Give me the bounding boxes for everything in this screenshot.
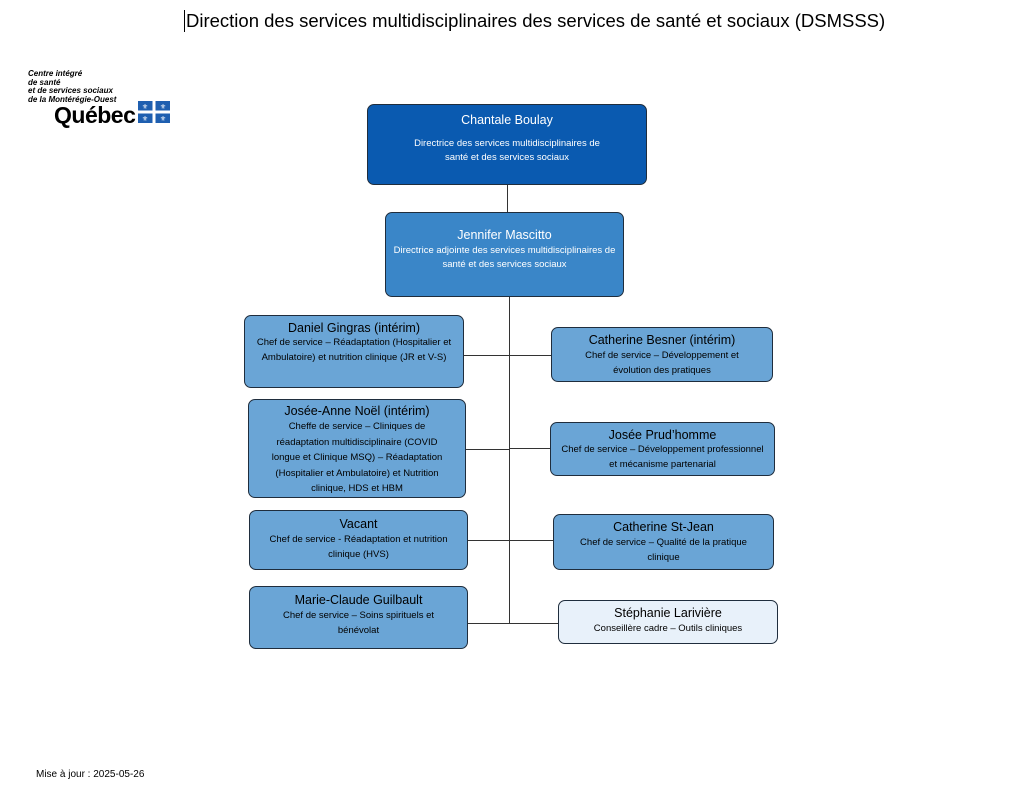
org-box-director: Chantale Boulay Directrice des services … xyxy=(367,104,647,185)
org-box-right-3: Catherine St-Jean Chef de service – Qual… xyxy=(553,514,774,570)
svg-text:⚜: ⚜ xyxy=(160,103,166,111)
connector-row-2-left xyxy=(465,449,510,450)
connector-trunk xyxy=(509,296,510,624)
logo-org-line-3: et de services sociaux xyxy=(28,86,113,95)
right-2-role: Chef de service – Développement professi… xyxy=(561,444,764,470)
right-4-name: Stéphanie Larivière xyxy=(614,606,722,620)
connector-row-4 xyxy=(467,623,559,624)
quebec-flag-icon: ⚜ ⚜ ⚜ ⚜ xyxy=(138,101,170,123)
connector-director-deputy xyxy=(507,184,508,213)
left-4-name: Marie-Claude Guilbault xyxy=(294,593,423,607)
left-2-name: Josée-Anne Noël (intérim) xyxy=(284,404,430,418)
connector-row-3 xyxy=(467,540,554,541)
cisss-logo: Centre intégré de santé et de services s… xyxy=(28,69,178,130)
org-box-left-1: Daniel Gingras (intérim) Chef de service… xyxy=(244,315,464,388)
svg-text:⚜: ⚜ xyxy=(142,103,148,111)
left-3-name: Vacant xyxy=(339,517,378,531)
right-4-role: Conseillère cadre – Outils cliniques xyxy=(593,623,743,634)
right-3-name: Catherine St-Jean xyxy=(613,520,714,534)
left-2-role: Cheffe de service – Cliniques de réadapt… xyxy=(271,421,443,494)
left-1-role: Chef de service – Réadaptation (Hospital… xyxy=(256,337,452,363)
update-date: Mise à jour : 2025-05-26 xyxy=(36,769,145,780)
connector-row-2-right xyxy=(509,448,551,449)
deputy-name: Jennifer Mascitto xyxy=(457,228,552,242)
director-name: Chantale Boulay xyxy=(461,113,553,127)
logo-org-line-1: Centre intégré xyxy=(28,69,83,78)
director-role: Directrice des services multidisciplinai… xyxy=(414,138,600,163)
right-3-role: Chef de service – Qualité de la pratique… xyxy=(580,537,747,563)
deputy-role: Directrice adjointe des services multidi… xyxy=(393,245,616,270)
logo-wordmark: Québec xyxy=(54,102,136,128)
org-box-right-1: Catherine Besner (intérim) Chef de servi… xyxy=(551,327,773,382)
page-title: Direction des services multidisciplinair… xyxy=(184,10,886,32)
connector-row-1 xyxy=(463,355,552,356)
left-3-role: Chef de service - Réadaptation et nutrit… xyxy=(269,534,448,560)
org-box-deputy: Jennifer Mascitto Directrice adjointe de… xyxy=(385,212,624,297)
org-box-right-4: Stéphanie Larivière Conseillère cadre – … xyxy=(558,600,778,644)
right-2-name: Josée Prud’homme xyxy=(608,428,717,442)
org-box-left-2: Josée-Anne Noël (intérim) Cheffe de serv… xyxy=(248,399,466,498)
org-box-left-4: Marie-Claude Guilbault Chef de service –… xyxy=(249,586,468,649)
svg-text:⚜: ⚜ xyxy=(160,115,166,123)
left-4-role: Chef de service – Soins spirituels et bé… xyxy=(282,610,435,636)
org-box-right-2: Josée Prud’homme Chef de service – Dével… xyxy=(550,422,775,476)
logo-org-line-4: de la Montérégie-Ouest xyxy=(28,94,117,104)
logo-org-line-2: de santé xyxy=(28,77,61,87)
right-1-name: Catherine Besner (intérim) xyxy=(588,333,736,347)
svg-text:⚜: ⚜ xyxy=(142,115,148,123)
right-1-role: Chef de service – Développement et évolu… xyxy=(585,350,739,376)
org-box-left-3: Vacant Chef de service - Réadaptation et… xyxy=(249,510,468,570)
left-1-name: Daniel Gingras (intérim) xyxy=(288,321,420,335)
